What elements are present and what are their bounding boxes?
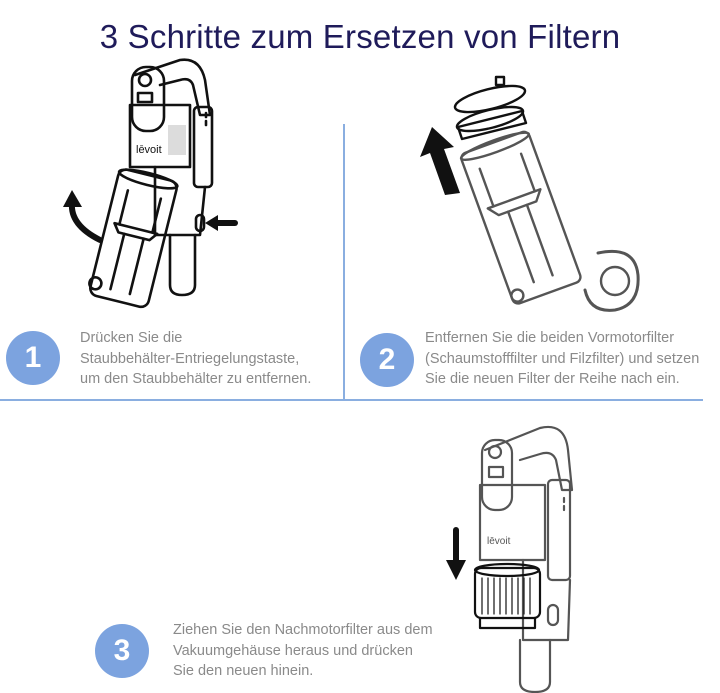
step-1-text: Drücken Sie die Staubbehälter-Entriegelu… [80, 330, 312, 387]
brand-logo: lēvoit [487, 536, 511, 547]
step-3-text: Ziehen Sie den Nachmotorfilter aus dem V… [173, 622, 433, 679]
step-3-badge: 3 [95, 624, 149, 678]
vacuum-dustbin-release-illustration: lēvoit [63, 58, 238, 309]
step-2-badge: 2 [360, 333, 414, 387]
brand-logo: lēvoit [136, 144, 162, 156]
post-motor-filter-illustration: lēvoit [446, 425, 574, 693]
page-title: 3 Schritte zum Ersetzen von Filtern [99, 18, 621, 56]
step-1-badge: 1 [6, 331, 60, 385]
horizontal-divider [0, 399, 703, 401]
step-2-text: Entfernen Sie die beiden Vormotorfilter … [425, 330, 700, 387]
pre-motor-filters-illustration [420, 75, 640, 312]
vertical-divider [343, 124, 345, 401]
